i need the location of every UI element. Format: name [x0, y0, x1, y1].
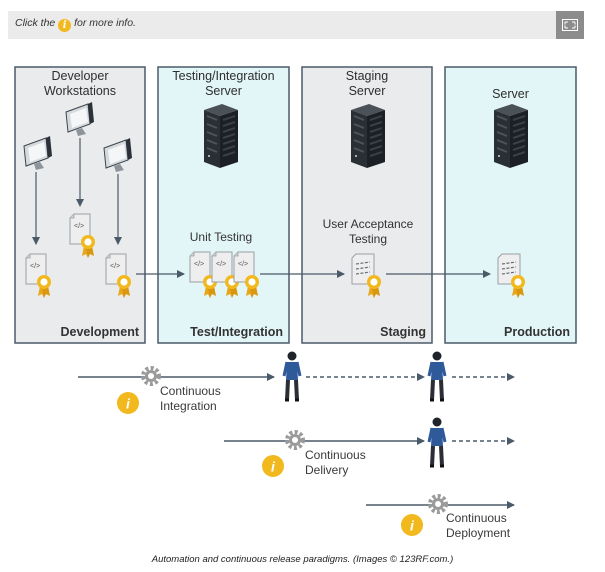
cd-label-line2: Delivery: [305, 463, 348, 477]
uat-label-line2: Testing: [349, 232, 387, 246]
deploy-gear-icon: [428, 494, 448, 514]
ci-person-icon: [427, 349, 447, 402]
info-icon: i: [58, 19, 72, 32]
production-server-icon: [493, 103, 529, 169]
deploy-info-button[interactable]: i: [401, 514, 423, 536]
stage-box: [157, 66, 290, 344]
stage-footer-label: Development: [61, 325, 140, 339]
stage-title-line: Server: [349, 84, 386, 98]
hint-bar: Click the i for more info.: [8, 11, 584, 39]
stage-footer-label: Test/Integration: [190, 325, 283, 339]
stage-footer-label: Staging: [380, 325, 426, 339]
svg-text:i: i: [126, 396, 131, 412]
ci-gear-icon: [141, 366, 161, 386]
deploy-label-line2: Deployment: [446, 526, 511, 540]
stage-title-line: Workstations: [44, 84, 116, 98]
stage-title-line: Developer: [52, 69, 109, 83]
cd-label-line1: Continuous: [305, 448, 366, 462]
stage-title-line: Server: [205, 84, 242, 98]
expand-icon: [562, 19, 578, 31]
uat-label-line1: User Acceptance: [323, 217, 414, 231]
stage-title-line: Testing/Integration: [172, 69, 274, 83]
stage-title-line: Staging: [346, 69, 388, 83]
ci-label-line1: Continuous: [160, 384, 221, 398]
info-icon[interactable]: [401, 514, 423, 536]
test-server-icon: [203, 103, 239, 169]
cd-person-icon: [427, 415, 447, 468]
hint-text: Click the i for more info.: [15, 17, 136, 32]
staging-server-icon: [350, 103, 386, 169]
info-icon[interactable]: [117, 392, 139, 414]
deploy-label-line1: Continuous: [446, 511, 507, 525]
unit-testing-label: Unit Testing: [190, 230, 252, 244]
info-icon[interactable]: [262, 455, 284, 477]
figure-caption: Automation and continuous release paradi…: [151, 554, 454, 565]
stage-footer-label: Production: [504, 325, 570, 339]
ci-label-line2: Integration: [160, 399, 217, 413]
ci-info-button[interactable]: i: [117, 392, 139, 414]
cd-info-button[interactable]: i: [262, 455, 284, 477]
expand-button[interactable]: [556, 11, 584, 39]
stage-title-line: Server: [492, 87, 529, 101]
svg-text:i: i: [271, 459, 276, 475]
svg-text:i: i: [410, 518, 415, 534]
cd-gear-icon: [285, 430, 305, 450]
ci-person-icon: [282, 349, 302, 402]
stage-test: Testing/IntegrationServerTest/Integratio…: [157, 66, 290, 344]
